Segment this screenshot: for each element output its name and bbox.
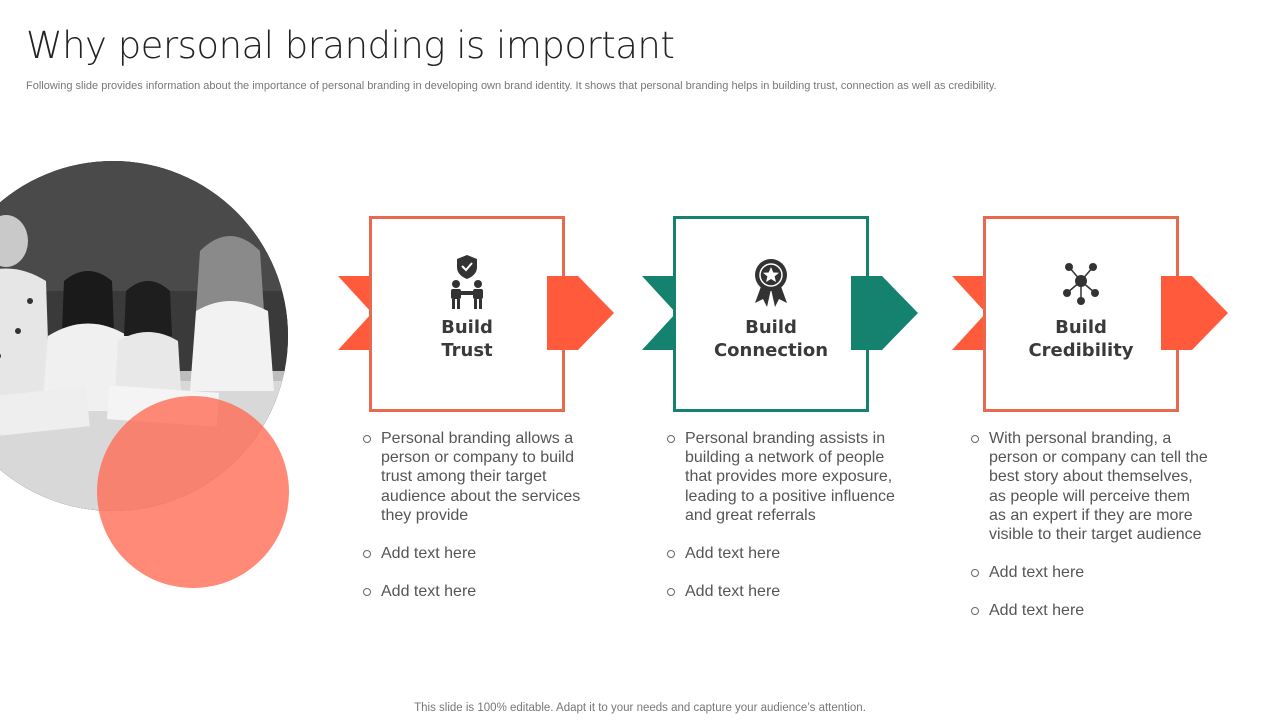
card-label-line1: Build	[745, 317, 797, 338]
network-icon	[986, 253, 1176, 314]
chevron-arrow-right	[1161, 276, 1228, 350]
team-photo	[0, 161, 288, 511]
chevron-arrow-right	[851, 276, 918, 350]
list-item: Personal branding allows a person or com…	[363, 429, 585, 525]
bullet-list-trust: Personal branding allows a person or com…	[363, 429, 585, 620]
photo-composition	[0, 0, 300, 600]
bullet-circle-icon	[667, 435, 675, 443]
list-item: Add text here	[971, 563, 1211, 582]
list-item: Add text here	[971, 601, 1211, 620]
bullet-circle-icon	[971, 607, 979, 616]
bullet-circle-icon	[667, 550, 675, 559]
card-build-credibility: Build Credibility	[952, 216, 1232, 412]
card-label-line2: Trust	[441, 340, 493, 361]
bullet-circle-icon	[363, 435, 371, 443]
card-box: Build Trust	[369, 216, 565, 412]
card-box: Build Credibility	[983, 216, 1179, 412]
bullet-list-credibility: With personal branding, a person or comp…	[971, 429, 1211, 640]
list-item: Personal branding assists in building a …	[667, 429, 895, 525]
card-label: Build Trust	[372, 316, 562, 362]
bullet-circle-icon	[971, 569, 979, 578]
slide-subtitle: Following slide provides information abo…	[26, 80, 997, 92]
bullet-circle-icon	[363, 588, 371, 597]
card-label-line2: Connection	[713, 340, 829, 361]
bullet-circle-icon	[363, 550, 371, 559]
award-badge-icon	[676, 253, 866, 314]
chevron-arrow-right	[547, 276, 614, 350]
list-item: Add text here	[363, 582, 585, 601]
list-item: With personal branding, a person or comp…	[971, 429, 1211, 544]
accent-circle	[97, 396, 289, 588]
bullet-circle-icon	[667, 588, 675, 597]
card-label-line2: Credibility	[1028, 340, 1134, 361]
list-item: Add text here	[363, 544, 585, 563]
slide-title: Why personal branding is important	[26, 24, 675, 67]
slide-footer: This slide is 100% editable. Adapt it to…	[414, 702, 866, 714]
list-item: Add text here	[667, 582, 895, 601]
card-build-trust: Build Trust	[338, 216, 618, 412]
card-build-connection: Build Connection	[642, 216, 922, 412]
card-label: Build Credibility	[986, 316, 1176, 362]
card-label: Build Connection	[676, 316, 866, 362]
card-box: Build Connection	[673, 216, 869, 412]
list-item: Add text here	[667, 544, 895, 563]
trust-handshake-icon	[372, 253, 562, 314]
bullet-list-connection: Personal branding assists in building a …	[667, 429, 895, 620]
bullet-circle-icon	[971, 435, 979, 443]
card-label-line1: Build	[1055, 317, 1107, 338]
card-label-line1: Build	[441, 317, 493, 338]
